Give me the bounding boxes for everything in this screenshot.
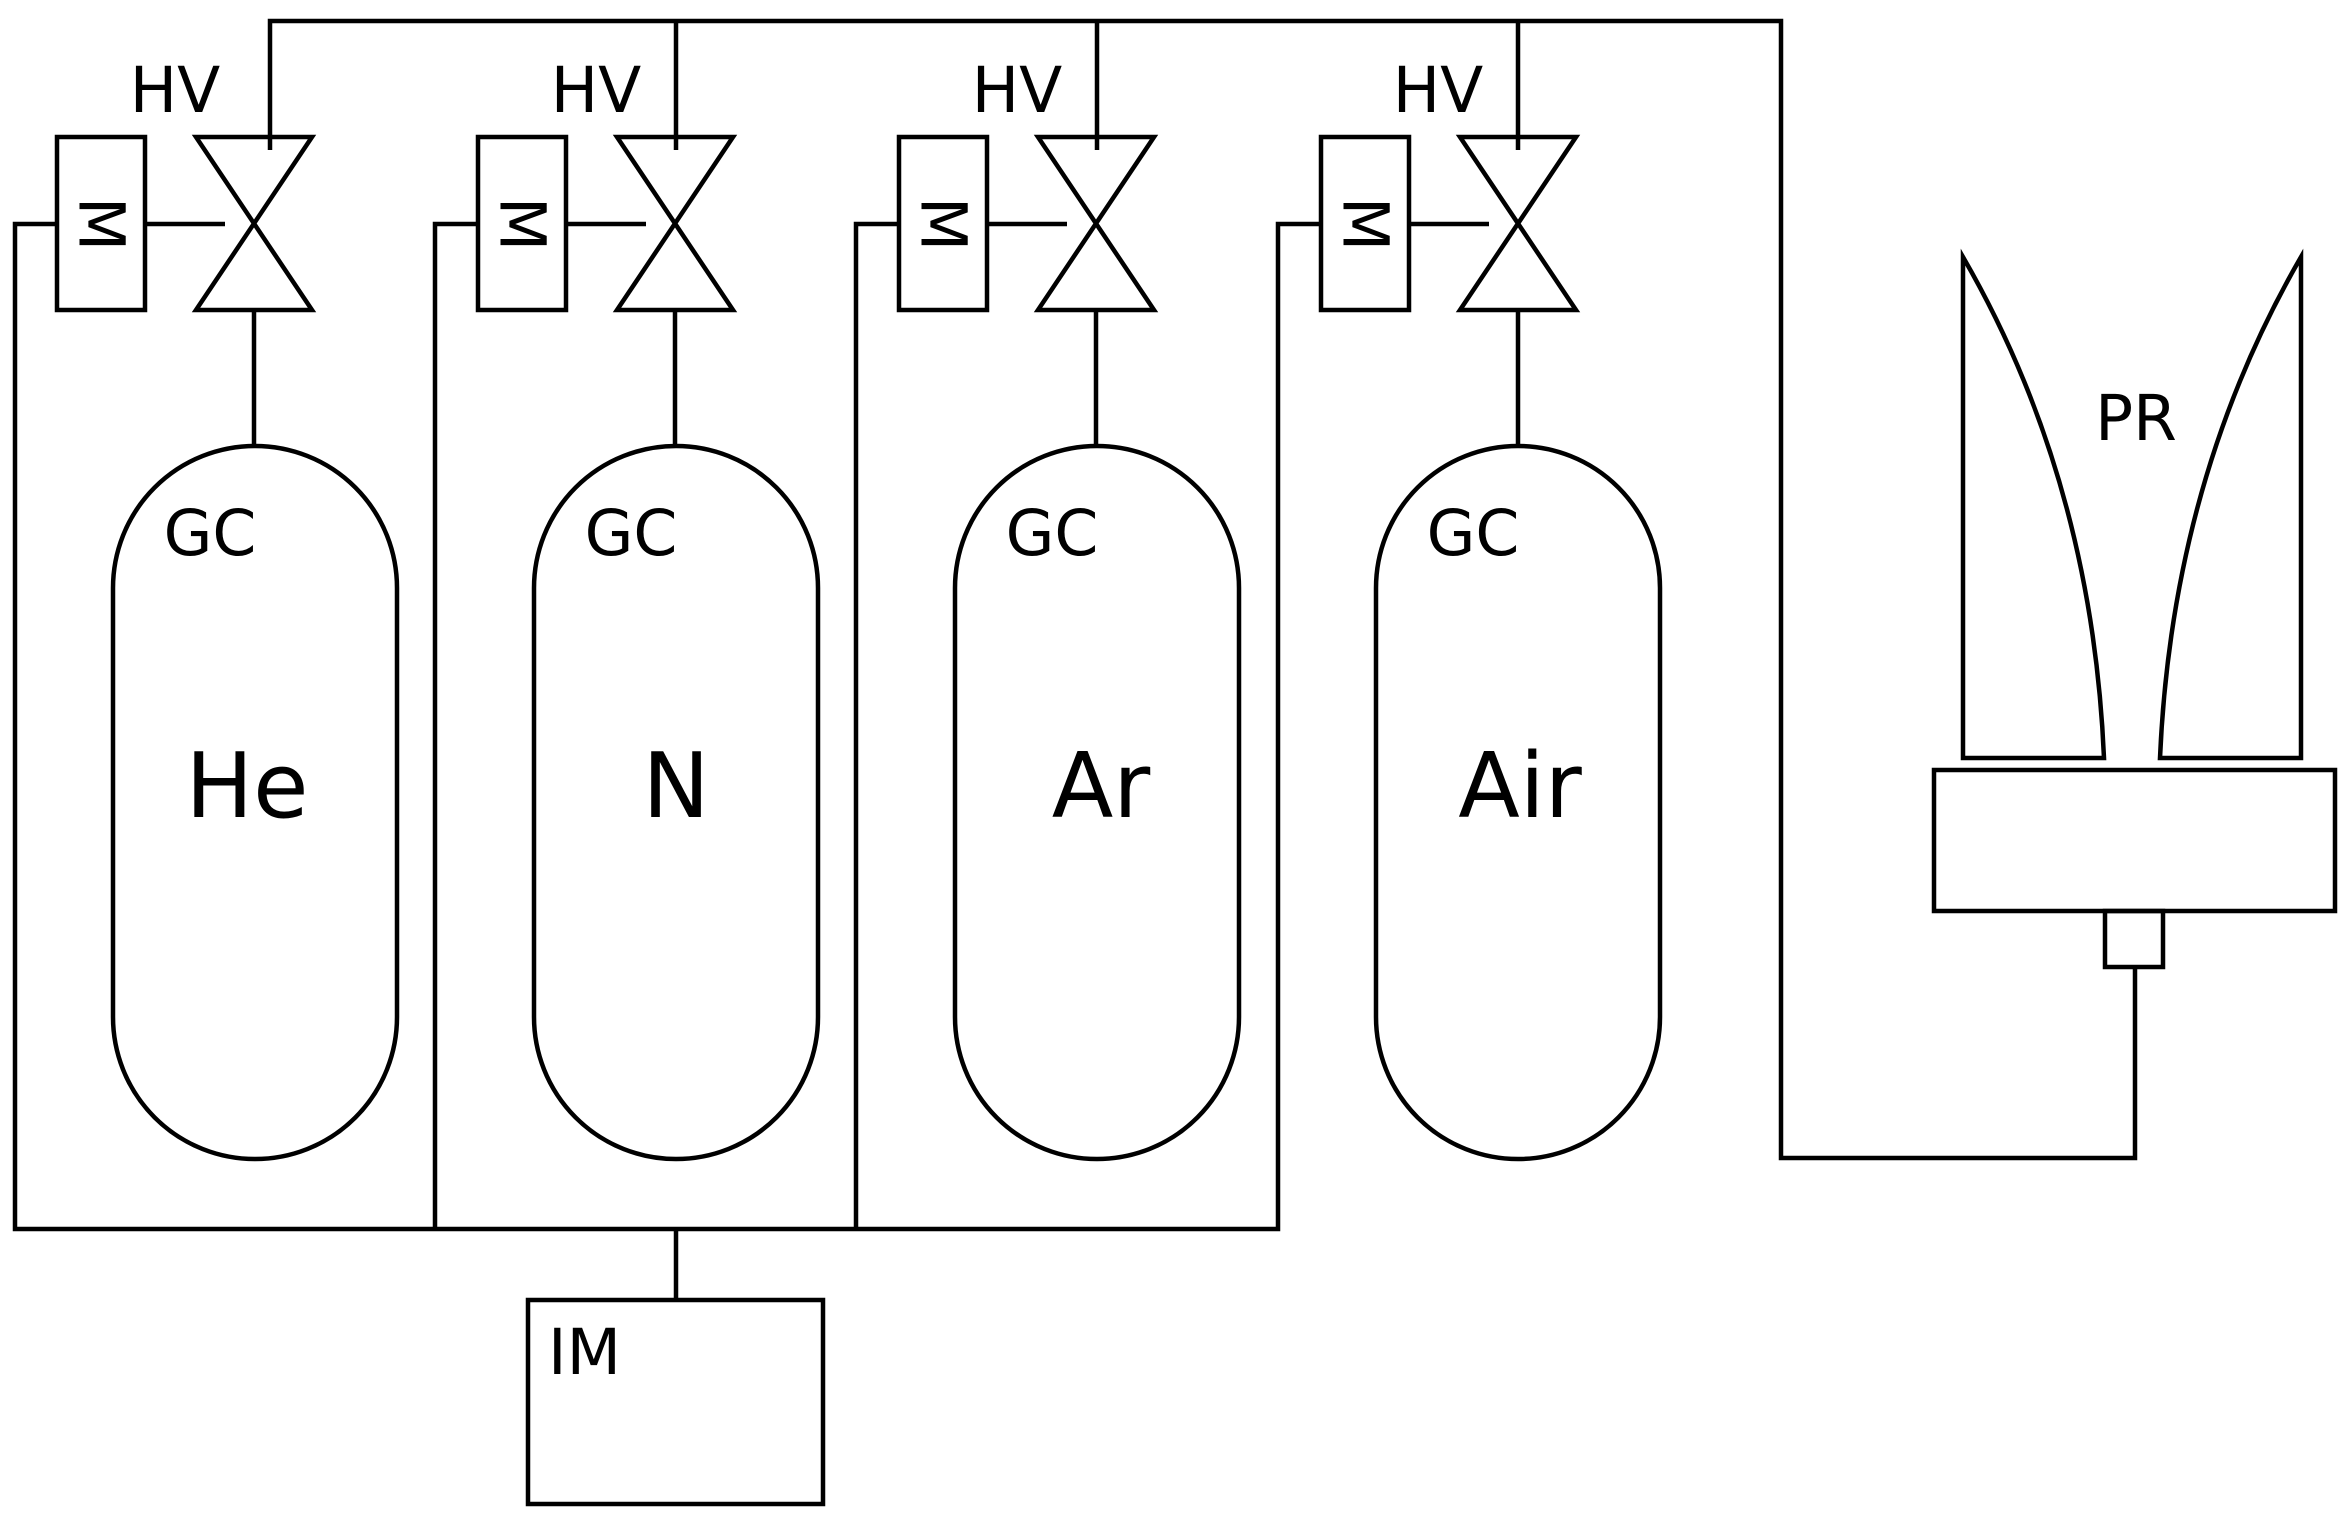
gas-label: N xyxy=(642,734,709,839)
valve-label: HV xyxy=(551,54,641,127)
gas-cylinder-body xyxy=(110,443,400,1162)
gas-label: He xyxy=(185,734,308,839)
cylinder-label: GC xyxy=(1006,497,1099,570)
gas-cylinder-body xyxy=(531,443,821,1162)
valve-label: HV xyxy=(972,54,1062,127)
cylinder-label: GC xyxy=(585,497,678,570)
valve-label: HV xyxy=(130,54,220,127)
manifold-branch-3 xyxy=(853,221,899,1229)
valve-icon xyxy=(1033,134,1159,313)
valve-label: HV xyxy=(1393,54,1483,127)
instrument-unit: IM xyxy=(525,1297,826,1507)
cylinder-unit-4: M HV GC Air xyxy=(1318,54,1663,1162)
instrument-box xyxy=(525,1297,826,1507)
probe-assembly: PR xyxy=(1931,248,2338,970)
meter-label: M xyxy=(907,197,980,251)
gas-cylinder-body xyxy=(1373,443,1663,1162)
valve-icon xyxy=(191,134,317,313)
gas-cylinder-body xyxy=(952,443,1242,1162)
manifold-branch-2 xyxy=(432,221,478,1229)
meter-label: M xyxy=(65,197,138,251)
probe-label: PR xyxy=(2095,382,2177,455)
bottom-manifold-pipe xyxy=(12,221,1321,1232)
probe-left-fin xyxy=(1960,248,2107,761)
cylinder-unit-1: M HV GC He xyxy=(54,54,400,1162)
cylinder-unit-2: M HV GC N xyxy=(475,54,821,1162)
instrument-label: IM xyxy=(548,1316,621,1389)
meter-label: M xyxy=(1329,197,1402,251)
top-header-pipe xyxy=(267,18,2138,1161)
valve-icon xyxy=(612,134,738,313)
meter-label: M xyxy=(486,197,559,251)
gas-label: Air xyxy=(1458,734,1582,839)
cylinder-label: GC xyxy=(164,497,257,570)
valve-icon xyxy=(1455,134,1581,313)
cylinder-unit-3: M HV GC Ar xyxy=(896,54,1242,1162)
probe-connector xyxy=(2102,908,2166,970)
probe-right-fin xyxy=(2157,248,2304,761)
cylinder-label: GC xyxy=(1427,497,1520,570)
probe-base xyxy=(1931,767,2338,914)
gas-label: Ar xyxy=(1052,734,1151,839)
